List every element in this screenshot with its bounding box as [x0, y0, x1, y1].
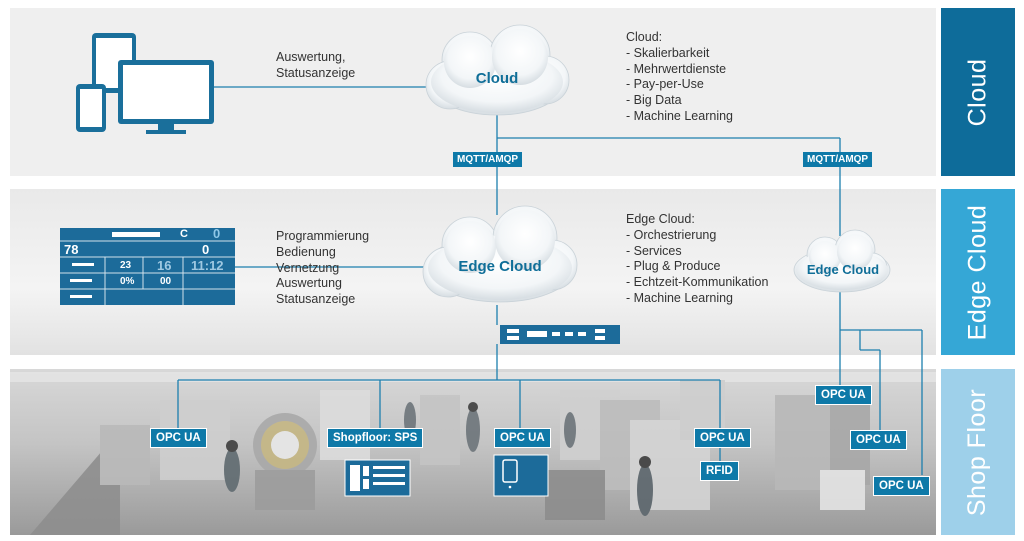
cloud-node-label: Cloud: [475, 70, 519, 87]
cloud-shape: [425, 24, 570, 116]
phone-icon: [76, 84, 106, 132]
opc-ua-tag-4: OPC UA: [815, 385, 872, 405]
hmi-value-top-right: 0: [213, 226, 221, 241]
network-switch-icon: [500, 325, 620, 344]
edge-cloud-features-list: Edge Cloud: - Orchestrierung - Services …: [626, 212, 769, 305]
plc-icon: [344, 459, 411, 497]
shopfloor-sps-tag: Shopfloor: SPS: [327, 428, 424, 448]
mqtt-amqp-tag-right: MQTT/AMQP: [803, 152, 873, 167]
devices-caption: Auswertung, Statusanzeige: [276, 50, 356, 80]
edge-cloud-node-label: Edge Cloud: [458, 258, 542, 275]
hmi-value-0: 0: [202, 242, 210, 257]
edge-cloud-small-node-label: Edge Cloud: [806, 262, 880, 277]
opc-ua-tag-3: OPC UA: [694, 428, 751, 448]
desktop-monitor-icon: [118, 60, 214, 134]
hmi-panel-icon: [60, 228, 235, 305]
hmi-letter: C: [180, 228, 188, 240]
mobile-device-icon: [493, 454, 549, 497]
cloud-features-list: Cloud: - Skalierbarkeit - Mehrwertdienst…: [626, 30, 734, 123]
hmi-value-time: 11:12: [191, 258, 224, 273]
hmi-caption: Programmierung Bedienung Vernetzung Ausw…: [276, 229, 370, 307]
hmi-value-00: 00: [160, 276, 172, 287]
cloud-band-label: Cloud: [941, 8, 1015, 176]
edge-band-label: Edge Cloud: [941, 189, 1015, 355]
opc-ua-tag-2: OPC UA: [494, 428, 551, 448]
connection-lines: [177, 86, 923, 475]
mqtt-amqp-tag-left: MQTT/AMQP: [453, 152, 523, 167]
hmi-value-78: 78: [64, 242, 79, 257]
edge-cloud-shape: [422, 205, 578, 303]
hmi-value-percent: 0%: [120, 276, 135, 287]
opc-ua-tag-6: OPC UA: [873, 476, 930, 496]
hmi-value-16: 16: [157, 258, 172, 273]
edge-cloud-small-shape: [793, 229, 891, 293]
factory-scene-illustration: [10, 372, 936, 535]
opc-ua-tag-1: OPC UA: [150, 428, 207, 448]
hmi-value-23: 23: [120, 260, 132, 271]
rfid-tag: RFID: [700, 461, 739, 481]
shopfloor-band-label: Shop Floor: [941, 369, 1015, 535]
opc-ua-tag-5: OPC UA: [850, 430, 907, 450]
